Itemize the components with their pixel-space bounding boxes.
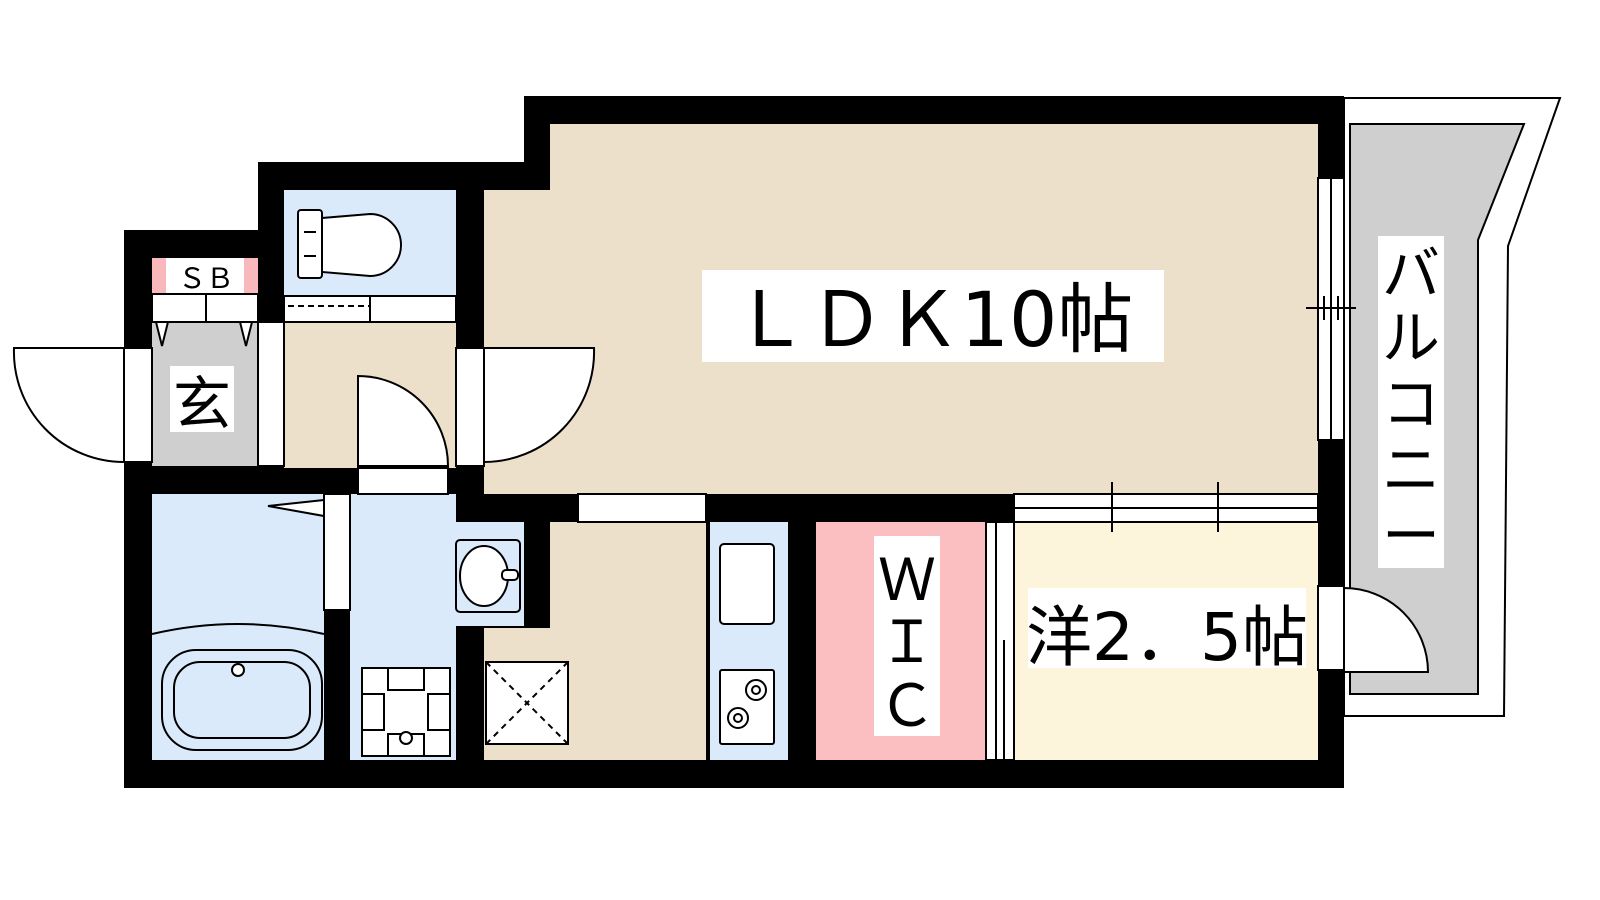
door-swings	[12, 347, 1430, 673]
balcony-label-4: ニ	[1382, 436, 1440, 504]
washing-machine	[361, 667, 451, 757]
wic-label-bg	[874, 536, 940, 736]
ldk-label: ＬＤＫ10帖	[733, 275, 1134, 364]
entrance-label: 玄	[173, 370, 231, 438]
kitchen-fixtures	[719, 543, 775, 745]
entrance-label-bg	[170, 366, 234, 432]
wic-label-w: Ｗ	[878, 546, 936, 614]
balcony-label-2: ル	[1382, 304, 1440, 372]
western-room-label: 洋2．5帖	[1026, 599, 1308, 676]
bathtub-fixture	[151, 623, 325, 751]
shoe-box-label: ＳＢ	[178, 262, 234, 295]
windows	[123, 177, 1356, 761]
ldk-label-bg	[702, 270, 1164, 362]
balcony-label-1: バ	[1382, 240, 1440, 308]
balcony-label-3: コ	[1382, 370, 1440, 438]
washbasin	[455, 539, 521, 613]
balcony-label-5: ー	[1382, 502, 1440, 570]
wic-label-c: Ｃ	[878, 672, 936, 740]
kitchen-floor	[550, 522, 706, 760]
balcony-label-bg	[1378, 236, 1444, 568]
shoe-box-inner	[166, 258, 244, 294]
wic-label-i: Ｉ	[878, 608, 936, 676]
toilet-fixture	[297, 209, 402, 279]
shoe-box-marks	[154, 294, 254, 347]
western-label-bg	[1028, 588, 1306, 668]
refrigerator-space	[485, 661, 569, 745]
